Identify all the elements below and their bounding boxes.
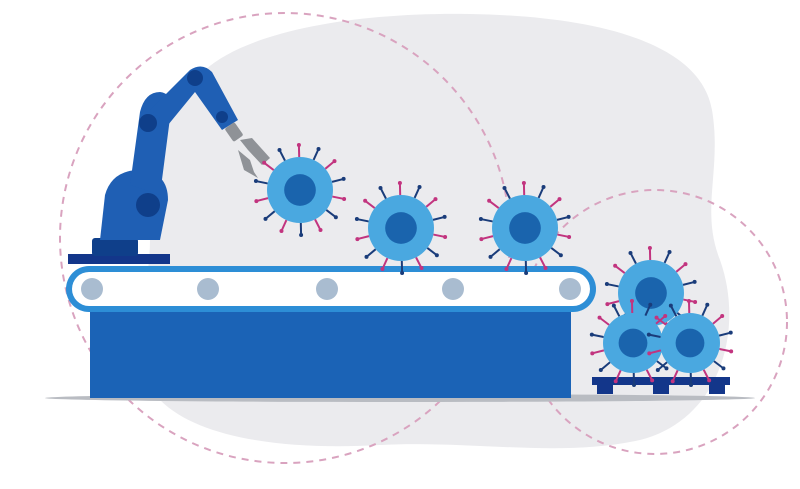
conveyor-base — [90, 312, 571, 398]
conveyor-rollers — [81, 278, 581, 300]
robot-arm-icon — [100, 66, 270, 240]
dashed-orbit-right — [522, 189, 788, 455]
pallet-icon — [592, 377, 730, 394]
robot-base-plate — [68, 254, 170, 264]
cells-layer — [253, 143, 734, 387]
conveyor-roller — [442, 278, 464, 300]
conveyor-roller — [197, 278, 219, 300]
robot-base — [92, 238, 138, 256]
cell-icon — [478, 181, 572, 275]
conveyor-roller — [316, 278, 338, 300]
cell-icon — [646, 299, 734, 387]
cell-icon — [354, 181, 448, 275]
conveyor-roller — [81, 278, 103, 300]
conveyor-roller — [559, 278, 581, 300]
cell-icon — [253, 143, 347, 237]
